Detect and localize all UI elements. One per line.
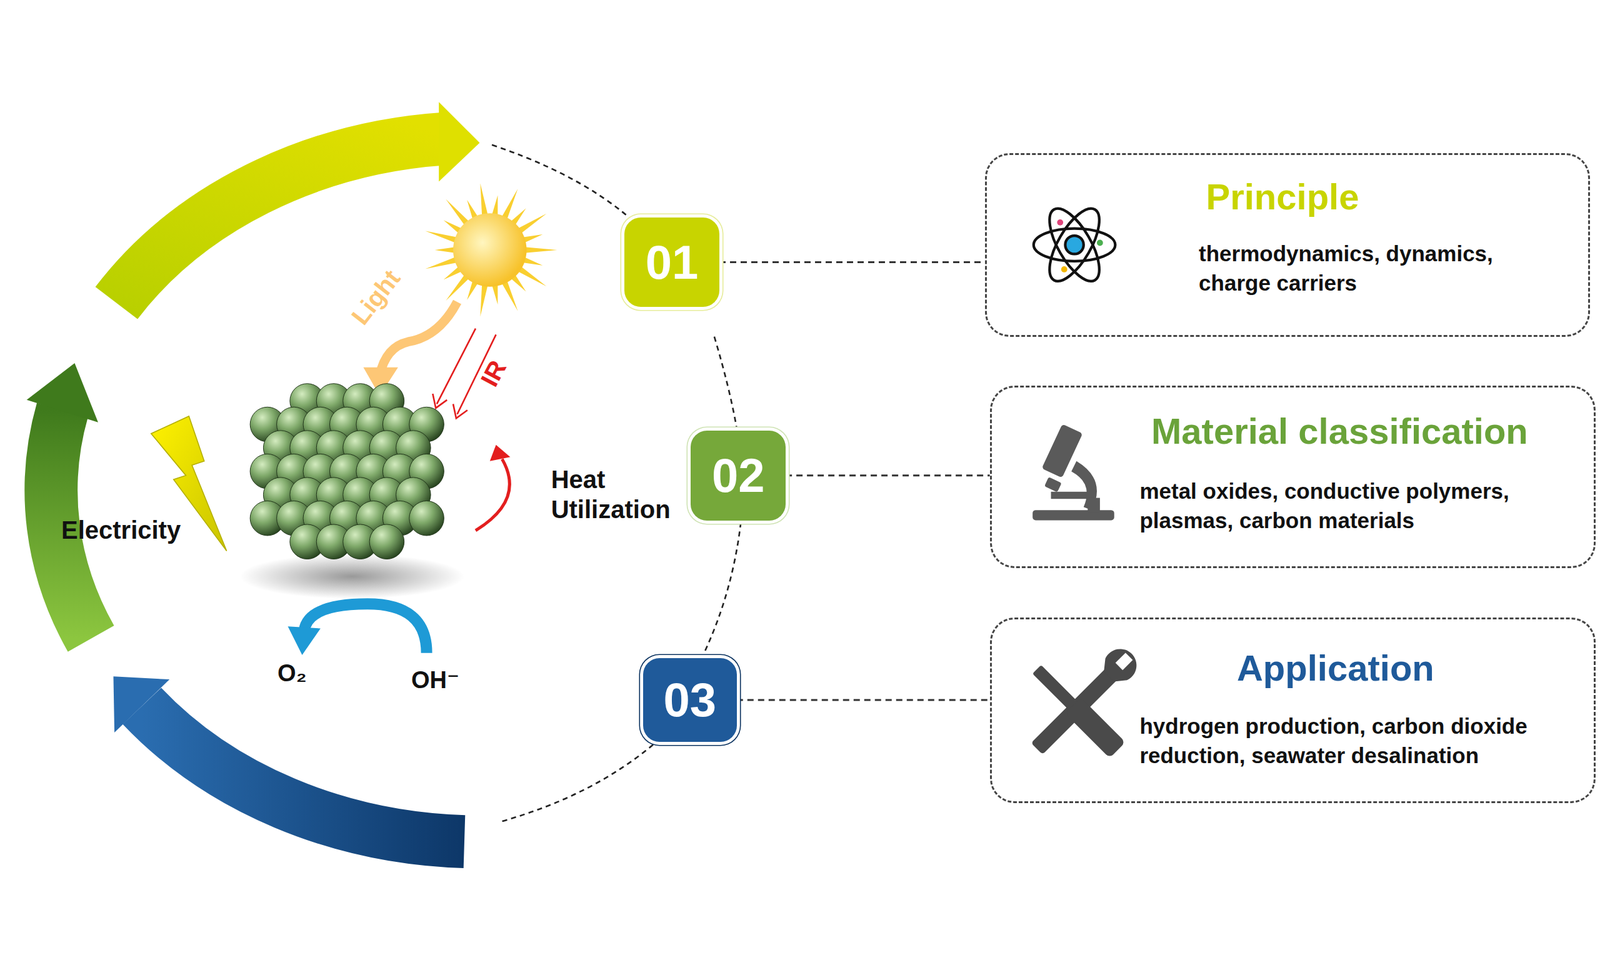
- sun-ray: [517, 213, 547, 234]
- oer-arrowhead: [288, 626, 321, 655]
- product-label: O₂: [277, 659, 307, 689]
- dashed-connector: [736, 699, 990, 700]
- ir-label: IR: [474, 355, 513, 392]
- dashed-connector: [785, 475, 990, 476]
- number-badge: 02: [690, 430, 786, 521]
- callout-number: 03: [663, 672, 717, 727]
- ir-ray: [436, 328, 476, 405]
- light-label: Light: [345, 263, 407, 331]
- heat-arrow: [475, 459, 510, 531]
- card-body: thermodynamics, dynamics, charge carrier…: [1198, 238, 1570, 299]
- sun: [425, 183, 557, 317]
- cycle-arrowhead-blue: [113, 676, 170, 733]
- sun-ray: [480, 283, 488, 317]
- callout-number: 01: [645, 235, 699, 290]
- cycle-arrow-blue: [141, 706, 465, 842]
- connector-line: [785, 474, 990, 477]
- heat-label: Heat Utilization: [551, 464, 720, 525]
- sun-ray: [480, 183, 488, 217]
- sun-ray: [425, 231, 458, 244]
- connector-line: [736, 698, 990, 701]
- sun-disc: [453, 213, 527, 287]
- light-arrow: [379, 301, 457, 376]
- sun-ray: [425, 256, 458, 269]
- oer-arrow: [304, 603, 427, 653]
- atom-icon: [1033, 201, 1116, 289]
- sphere: [369, 524, 404, 559]
- sun-ray: [501, 188, 518, 220]
- connector-line: [719, 261, 985, 264]
- cluster-shadow: [240, 553, 465, 599]
- card-body: metal oxides, conductive polymers, plasm…: [1139, 476, 1575, 536]
- callout-number: 02: [711, 448, 765, 503]
- dashed-card: Material classification metal oxides, con…: [990, 385, 1596, 569]
- cycle-arrowhead-green: [26, 363, 99, 423]
- number-badge: 01: [624, 217, 720, 308]
- card-heading: Principle: [1205, 175, 1359, 218]
- dashed-connector: [719, 261, 985, 263]
- sun-ray: [524, 246, 557, 253]
- dashed-card: Application hydrogen production, carbon d…: [990, 617, 1596, 804]
- number-badge: 03: [643, 658, 737, 742]
- cycle-arrowhead-yellow: [438, 101, 480, 182]
- card-body: hydrogen production, carbon dioxide redu…: [1139, 711, 1575, 771]
- ir-arrowhead: [453, 403, 468, 419]
- catalyst-cluster: [250, 383, 444, 560]
- sun-ray: [435, 246, 456, 253]
- card-heading: Material classification: [1151, 410, 1529, 452]
- sun-ray: [445, 274, 470, 302]
- electricity-label: Electricity: [61, 515, 181, 545]
- card-heading: Application: [1236, 646, 1435, 689]
- heat-arrowhead: [490, 445, 511, 462]
- ir-arrowhead: [432, 393, 447, 409]
- sun-ray: [491, 283, 498, 305]
- sun-ray: [501, 280, 518, 312]
- dashed-card: Principle thermodynamics, dynamics, charg…: [985, 153, 1591, 337]
- reactant-label: OH⁻: [411, 666, 460, 695]
- sun-ray: [445, 198, 470, 226]
- sun-ray: [517, 266, 547, 287]
- sphere: [409, 500, 444, 535]
- sun-ray: [491, 195, 498, 217]
- microscope-icon: [1032, 423, 1115, 520]
- tools-icon: [1025, 642, 1144, 761]
